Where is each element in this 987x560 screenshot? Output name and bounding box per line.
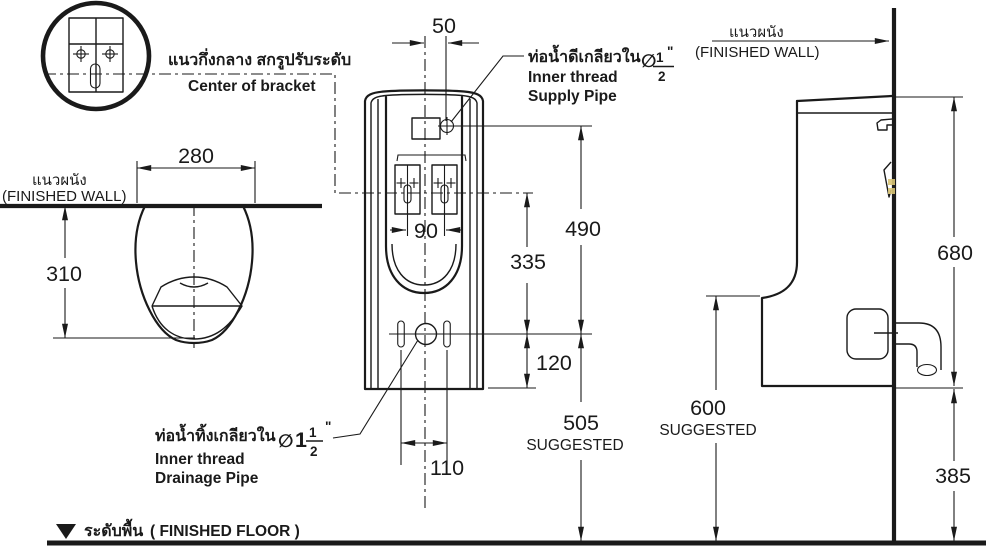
- dim-680: 680: [937, 241, 973, 265]
- bracket-slot-left: [403, 184, 412, 204]
- supply-pipe-box: [411, 117, 441, 140]
- finished-floor-label-th: ระดับพื้น: [84, 518, 143, 540]
- drain-frac-den: 2: [310, 444, 318, 459]
- diameter-symbol: ∅: [278, 431, 293, 451]
- bracket-slot-right: [440, 184, 449, 204]
- hook-highlight: [888, 179, 895, 185]
- adjust-slot: [89, 63, 101, 89]
- drain-label-th: ท่อน้ำทิ้งเกลียวใน: [155, 423, 276, 445]
- dim-310: 310: [46, 262, 82, 286]
- trap-access-cover: [846, 308, 889, 360]
- drain-pipe-callout: ท่อน้ำทิ้งเกลียวใน ∅ 1 1 2 " Inner threa…: [155, 419, 331, 487]
- dim-600: 600: [690, 396, 726, 420]
- screw-hole-left: [73, 46, 89, 62]
- drain-label-en2: Drainage Pipe: [155, 470, 259, 487]
- bowl-outline-front: [384, 95, 464, 295]
- supply-frac-den: 2: [658, 69, 666, 84]
- bowl-inner-rim-front: [391, 243, 457, 286]
- top-view: แนวผนัง (FINISHED WALL) 280 310: [0, 144, 322, 348]
- finished-wall-label-top-en: (FINISHED WALL): [2, 188, 126, 205]
- dim-385: 385: [935, 464, 971, 488]
- drain-frac-num: 1: [309, 425, 317, 440]
- supply-label-th: ท่อน้ำดีเกลียวใน: [528, 44, 641, 66]
- finished-floor: ระดับพื้น ( FINISHED FLOOR ): [47, 518, 986, 546]
- supply-pipe-callout: ท่อน้ำดีเกลียวใน ∅ 1 2 " Inner thread Su…: [528, 44, 674, 105]
- urinal-side-profile: [760, 99, 894, 388]
- finished-floor-label-en: ( FINISHED FLOOR ): [150, 523, 300, 540]
- wall-bracket-cleat: [876, 118, 893, 131]
- supply-inch-mark: ": [667, 44, 673, 59]
- supply-label-en1: Inner thread: [528, 69, 618, 86]
- dim-505-note: SUGGESTED: [526, 437, 623, 454]
- finished-wall-label-side-en: (FINISHED WALL): [695, 44, 819, 61]
- diameter-symbol: ∅: [641, 51, 656, 71]
- drain-leader-line: [332, 339, 419, 439]
- urinal-front-outline: [363, 89, 485, 391]
- dim-490: 490: [565, 217, 601, 241]
- finished-wall-label-side-th: แนวผนัง: [729, 24, 784, 41]
- dim-50: 50: [432, 14, 456, 38]
- detail-circle: [40, 0, 152, 112]
- finished-wall-label-top-th: แนวผนัง: [32, 172, 87, 189]
- dim-110: 110: [430, 456, 464, 480]
- supply-frac-num: 1: [656, 50, 664, 65]
- center-of-bracket-label-en: Center of bracket: [188, 78, 315, 95]
- dim-280: 280: [178, 144, 214, 168]
- side-view: แนวผนัง (FINISHED WALL) 680 600 SUGGESTE…: [659, 8, 973, 543]
- dim-90: 90: [414, 219, 438, 243]
- bowl-inner-rim-top: [151, 305, 243, 340]
- front-rim-inner: [370, 93, 478, 389]
- supply-label-en2: Supply Pipe: [528, 88, 617, 105]
- front-view: 50 90 490 335 120 505 SUGGESTED 110 ท่อน…: [155, 14, 674, 542]
- drain-shield-top: [151, 276, 243, 307]
- screw-hole-right: [102, 46, 118, 62]
- dim-600-note: SUGGESTED: [659, 422, 756, 439]
- hook-highlight: [888, 188, 895, 194]
- supply-leader-line: [450, 55, 524, 123]
- center-of-bracket-line: [44, 73, 533, 194]
- bracket-screw-marks: [396, 178, 456, 188]
- drain-pipe-side: [896, 322, 942, 377]
- bracket-span-line: [396, 154, 467, 162]
- dim-120: 120: [536, 351, 572, 375]
- drain-size-whole: 1: [295, 428, 307, 452]
- drain-label-en1: Inner thread: [155, 451, 245, 468]
- dim-505: 505: [563, 411, 599, 435]
- center-of-bracket-label-th: แนวกึ่งกลาง สกรูปรับระดับ: [168, 48, 351, 71]
- supply-pipe-symbol: [438, 117, 456, 135]
- dim-335: 335: [510, 250, 546, 274]
- floor-level-triangle-icon: [56, 524, 76, 539]
- bracket-detail-bubble: แนวกึ่งกลาง สกรูปรับระดับ Center of brac…: [40, 0, 533, 194]
- drain-inch-mark: ": [325, 419, 331, 434]
